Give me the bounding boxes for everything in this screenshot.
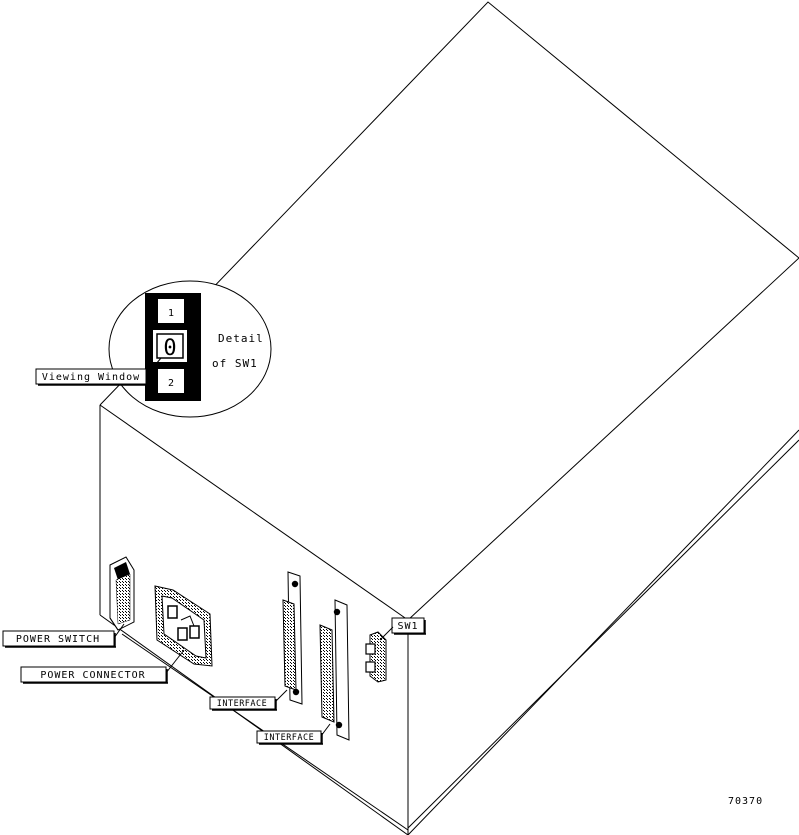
enclosure-top-front-edge xyxy=(99,404,409,621)
power-switch-label: POWER SWITCH xyxy=(2,623,125,648)
sw1-switch xyxy=(365,631,387,683)
enclosure-top-right-edge xyxy=(407,257,799,621)
enclosure-side-bottom-edge xyxy=(407,429,799,835)
power-connector xyxy=(154,585,213,667)
svg-text:Viewing Window: Viewing Window xyxy=(42,372,140,383)
interface-connector-2 xyxy=(319,599,350,741)
svg-text:INTERFACE: INTERFACE xyxy=(264,733,315,743)
switch-position-current: 0 xyxy=(163,336,176,361)
interface-label-2: INTERFACE xyxy=(256,723,331,745)
power-switch xyxy=(109,556,135,631)
switch-position-bottom: 2 xyxy=(168,378,174,389)
svg-text:POWER SWITCH: POWER SWITCH xyxy=(16,634,100,645)
viewing-window-label: Viewing Window xyxy=(35,357,162,386)
enclosure-side-inner-edge xyxy=(407,439,799,829)
detail-label-line1: Detail xyxy=(218,332,264,345)
svg-text:SW1: SW1 xyxy=(397,621,418,632)
svg-text:POWER CONNECTOR: POWER CONNECTOR xyxy=(40,670,145,681)
enclosure xyxy=(99,1,799,835)
sw1-label: SW1 xyxy=(379,617,426,641)
enclosure-top-face xyxy=(99,1,799,406)
sw1-detail-callout: 1 0 2 Detail of SW1 xyxy=(108,280,272,418)
svg-text:INTERFACE: INTERFACE xyxy=(217,699,268,709)
power-connector-label: POWER CONNECTOR xyxy=(20,649,185,684)
interface-connector-1 xyxy=(282,571,303,705)
switch-position-top: 1 xyxy=(168,308,174,319)
interface-label-1: INTERFACE xyxy=(209,689,288,711)
detail-label-line2: of SW1 xyxy=(212,357,258,370)
figure-number: 70370 xyxy=(728,796,763,807)
